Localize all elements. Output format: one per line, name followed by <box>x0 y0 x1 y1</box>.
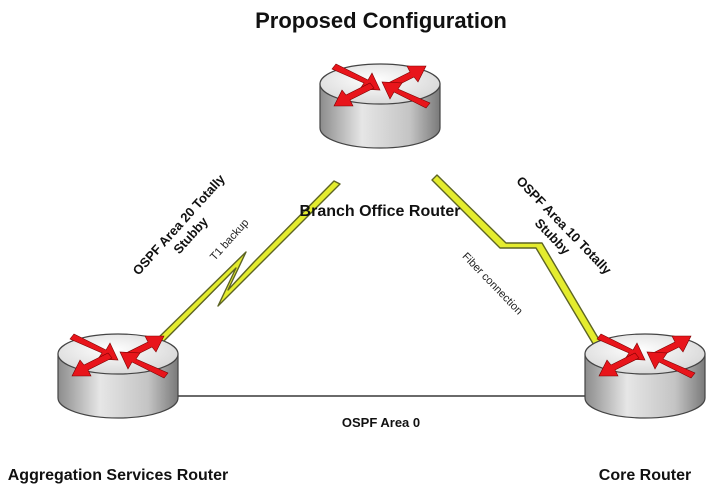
area-10-label-line1: OSPF Area 10 Totally <box>513 173 615 278</box>
link-fiber-connection <box>431 174 605 353</box>
diagram-title: Proposed Configuration <box>255 8 507 33</box>
branch-office-router-label: Branch Office Router <box>300 203 461 220</box>
area-20-label: OSPF Area 20 Totally Stubby <box>130 171 229 278</box>
fiber-connection-label: Fiber connection <box>460 250 525 317</box>
router-core <box>584 333 706 419</box>
router-branch-office <box>319 63 441 149</box>
link-t1-backup <box>153 180 341 346</box>
router-aggregation-services <box>57 333 179 419</box>
area-20-label-line1: OSPF Area 20 Totally <box>130 171 229 278</box>
core-router-label: Core Router <box>599 467 691 484</box>
aggregation-services-router-label: Aggregation Services Router <box>8 467 229 484</box>
t1-backup-label: T1 backup <box>208 217 251 263</box>
ospf-area-0-label: OSPF Area 0 <box>342 415 420 430</box>
